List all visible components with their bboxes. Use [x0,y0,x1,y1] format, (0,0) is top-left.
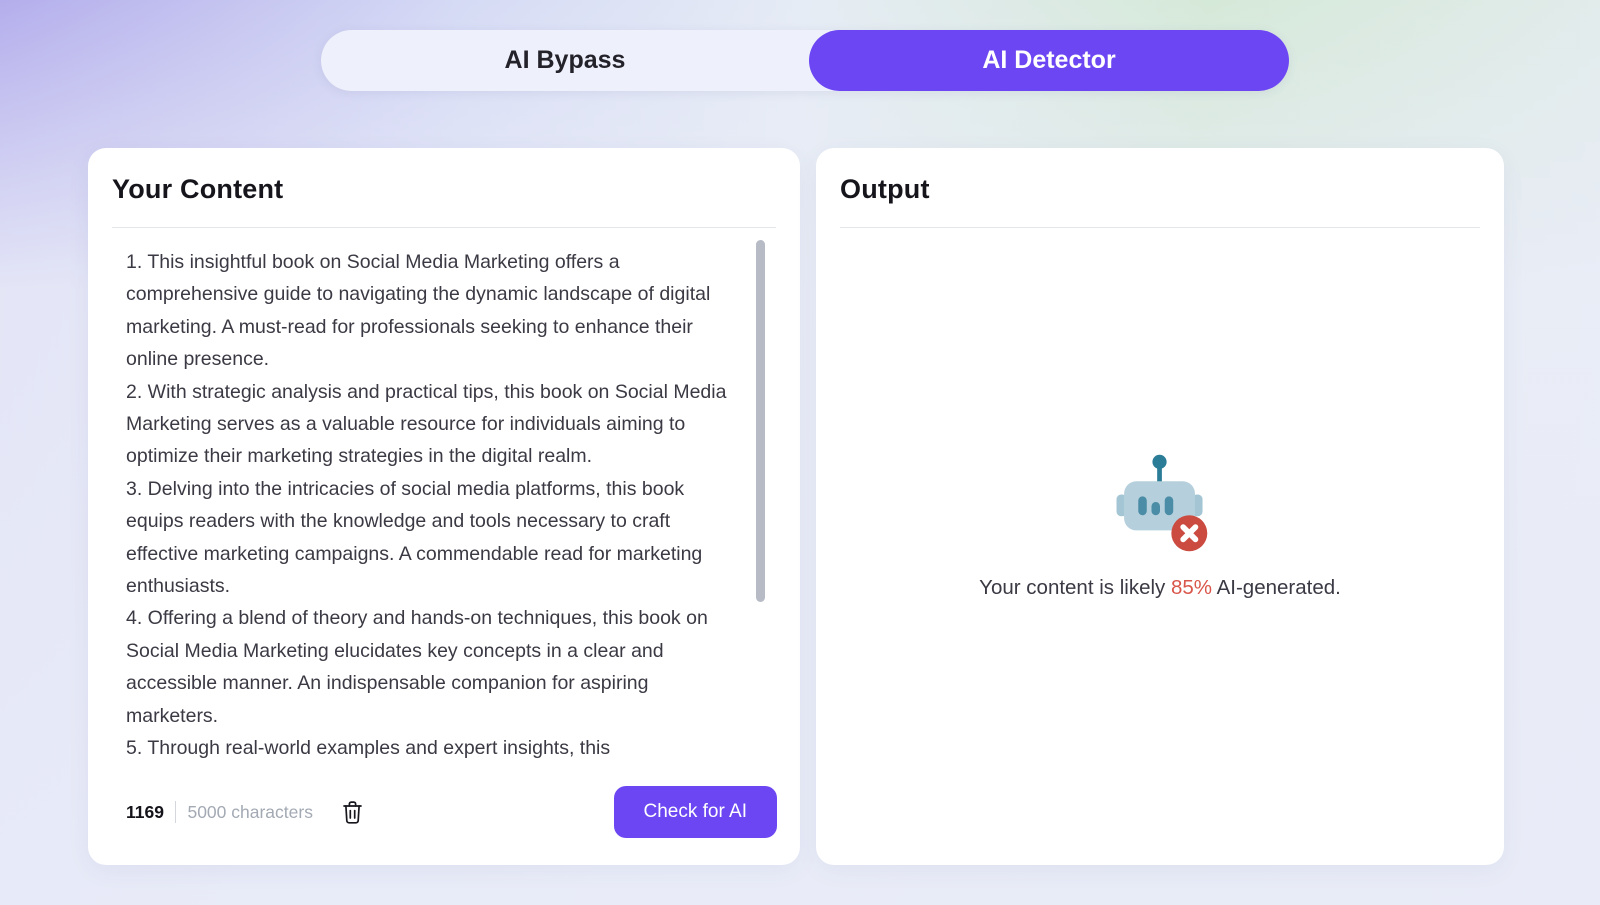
tab-ai-detector[interactable]: AI Detector [809,30,1289,91]
check-for-ai-button[interactable]: Check for AI [613,786,777,838]
char-count-divider [174,801,177,823]
result-text: Your content is likely 85% AI-generated. [979,576,1341,600]
char-limit: 5000 characters [187,801,313,822]
result-percent: 85% [1171,576,1213,599]
result-suffix: AI-generated. [1212,576,1341,599]
output-title: Output [840,174,930,204]
your-content-card: Your Content 1. This insightful book on … [88,148,800,865]
trash-icon [341,800,364,825]
output-divider [840,227,1480,228]
output-result-area: Your content is likely 85% AI-generated. [816,448,1504,600]
result-prefix: Your content is likely [979,576,1171,599]
content-title: Your Content [112,174,284,204]
content-divider [112,227,776,228]
error-cross-icon [1171,515,1208,552]
content-textarea[interactable]: 1. This insightful book on Social Media … [126,251,727,760]
mode-toggle: AI Bypass AI Detector [321,30,1289,91]
char-count: 1169 [126,801,164,822]
tab-ai-bypass[interactable]: AI Bypass [504,46,626,74]
delete-button[interactable] [339,798,366,827]
output-card: Output Your con [816,148,1504,865]
content-scrollbar[interactable] [756,240,765,602]
content-footer: 1169 5000 characters Check for AI [126,786,777,838]
robot-error-icon [1108,448,1212,558]
